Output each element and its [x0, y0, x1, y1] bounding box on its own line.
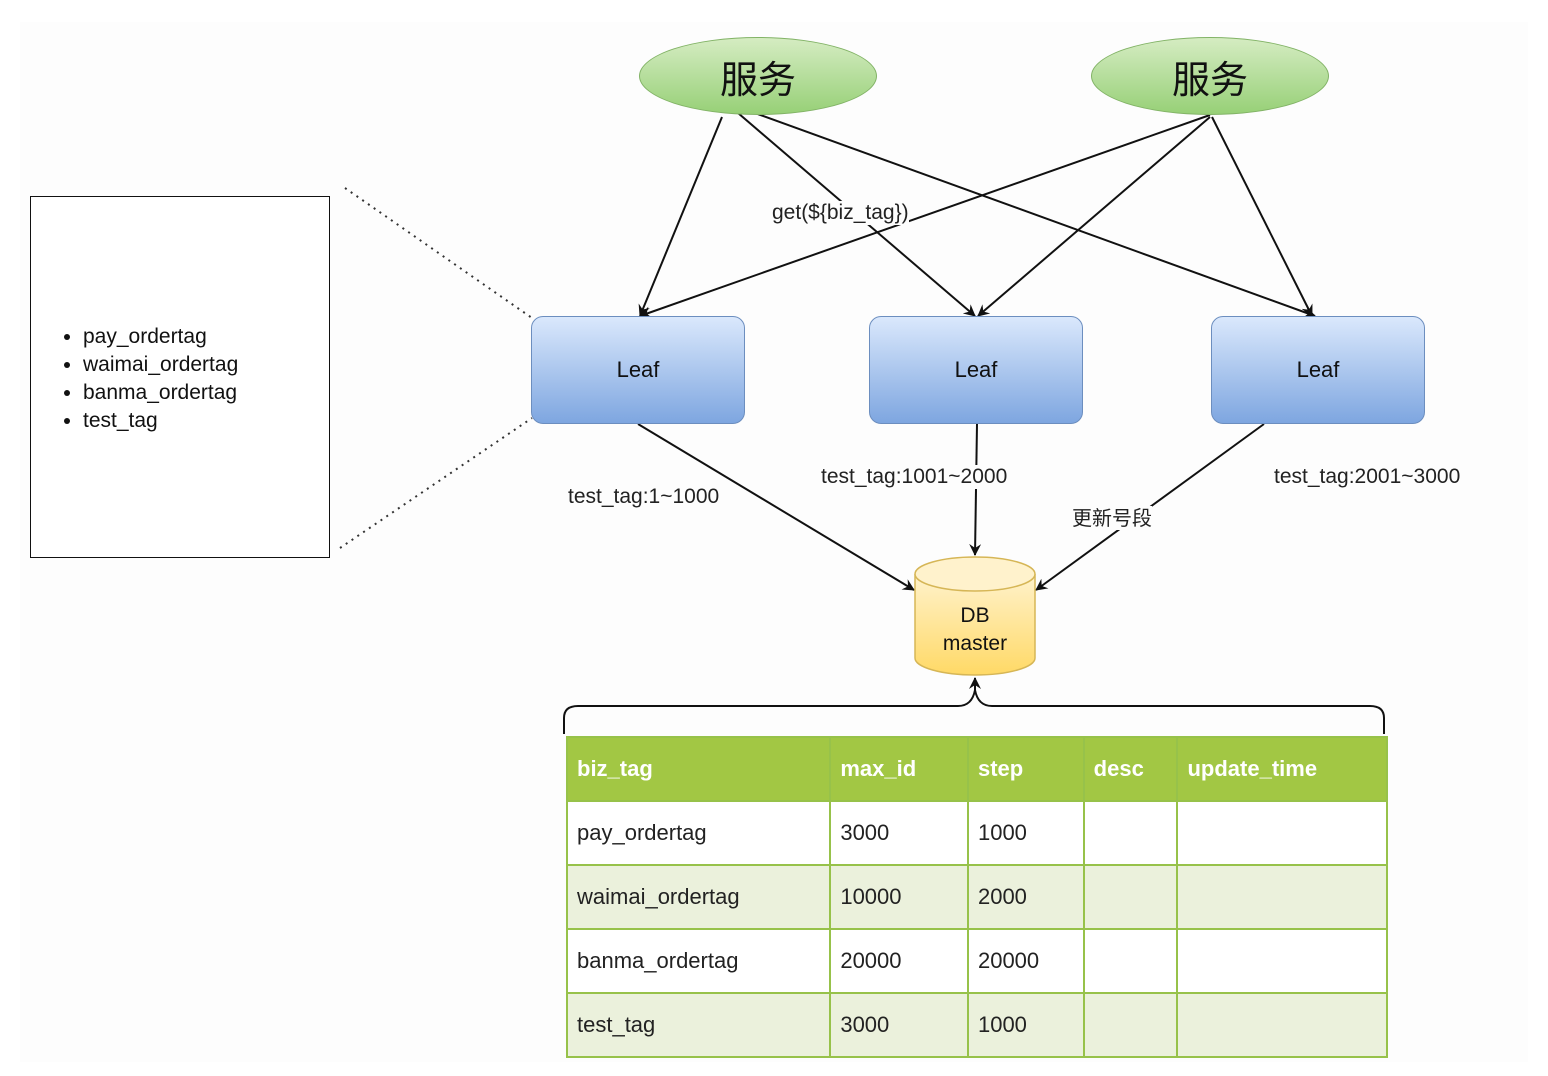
edge-service1-leaf3 [754, 112, 1316, 318]
zoom-line-bottom [339, 417, 533, 549]
service-node-2: 服务 [1091, 37, 1329, 115]
column-header: biz_tag [565, 736, 832, 802]
table-cell: 20000 [829, 928, 969, 994]
table-cell [1082, 800, 1179, 866]
leaf-node-label: Leaf [954, 357, 998, 382]
edge-service1-leaf1 [638, 116, 723, 317]
edge-service2-leaf2 [977, 116, 1211, 317]
leaf-node-label: Leaf [616, 357, 660, 382]
table-cell: 1000 [966, 992, 1085, 1058]
table-cell [1176, 928, 1388, 994]
biz-tag-list: pay_ordertag waimai_ordertag banma_order… [61, 323, 238, 435]
table-cell: test_tag [565, 992, 832, 1058]
table-cell: pay_ordertag [565, 800, 832, 866]
table-cell [1082, 992, 1179, 1058]
column-header: desc [1082, 736, 1179, 802]
table-cell: 3000 [829, 992, 969, 1058]
db-label-line1: DB [960, 604, 990, 627]
db-label: DB master [914, 602, 1036, 658]
table-cell [1082, 864, 1179, 930]
table-brace [563, 689, 1385, 734]
table-cell [1082, 928, 1179, 994]
edge-label-get: get(${biz_tag}) [772, 201, 909, 225]
list-item: waimai_ordertag [83, 351, 238, 379]
table-cell [1176, 800, 1388, 866]
edge-label-update-segment: 更新号段 [1072, 506, 1152, 530]
zoom-line-top [344, 187, 533, 319]
table-row: test_tag 3000 1000 [565, 992, 1388, 1058]
table-row: banma_ordertag 20000 20000 [565, 928, 1388, 994]
biz-tag-list-box: pay_ordertag waimai_ordertag banma_order… [30, 196, 330, 558]
table-cell: 1000 [966, 800, 1085, 866]
table-cell: 2000 [966, 864, 1085, 930]
leaf-node-2: Leaf [869, 316, 1083, 424]
db-cylinder-icon [914, 556, 1036, 676]
column-header: max_id [829, 736, 969, 802]
edge-leaf2-db [969, 423, 982, 556]
edge-label-segment-2: test_tag:1001~2000 [821, 465, 1008, 489]
edge-leaf1-db [637, 423, 915, 591]
table-cell [1176, 992, 1388, 1058]
table-cell: 10000 [829, 864, 969, 930]
table-cell: 3000 [829, 800, 969, 866]
leaf-node-3: Leaf [1211, 316, 1425, 424]
leaf-node-label: Leaf [1296, 357, 1340, 382]
table-row: waimai_ordertag 10000 2000 [565, 864, 1388, 930]
service-node-label: 服务 [1171, 57, 1248, 102]
table-header-row: biz_tag max_id step desc update_time [565, 736, 1388, 802]
list-item: pay_ordertag [83, 323, 238, 351]
column-header: update_time [1176, 736, 1388, 802]
table-cell: 20000 [966, 928, 1085, 994]
column-header: step [966, 736, 1085, 802]
leaf-node-1: Leaf [531, 316, 745, 424]
edge-service2-leaf1 [639, 114, 1211, 319]
list-item: banma_ordertag [83, 379, 238, 407]
service-node-1: 服务 [639, 37, 877, 115]
leaf-alloc-table: biz_tag max_id step desc update_time pay… [565, 736, 1388, 1058]
edge-service2-leaf3 [1211, 116, 1313, 317]
edge-label-segment-1: test_tag:1~1000 [568, 485, 720, 509]
service-node-label: 服务 [719, 57, 796, 102]
table-cell [1176, 864, 1388, 930]
table-cell: banma_ordertag [565, 928, 832, 994]
list-item: test_tag [83, 407, 238, 435]
table-row: pay_ordertag 3000 1000 [565, 800, 1388, 866]
table-cell: waimai_ordertag [565, 864, 832, 930]
edge-label-segment-3: test_tag:2001~3000 [1274, 465, 1461, 488]
db-label-line2: master [942, 632, 1008, 655]
